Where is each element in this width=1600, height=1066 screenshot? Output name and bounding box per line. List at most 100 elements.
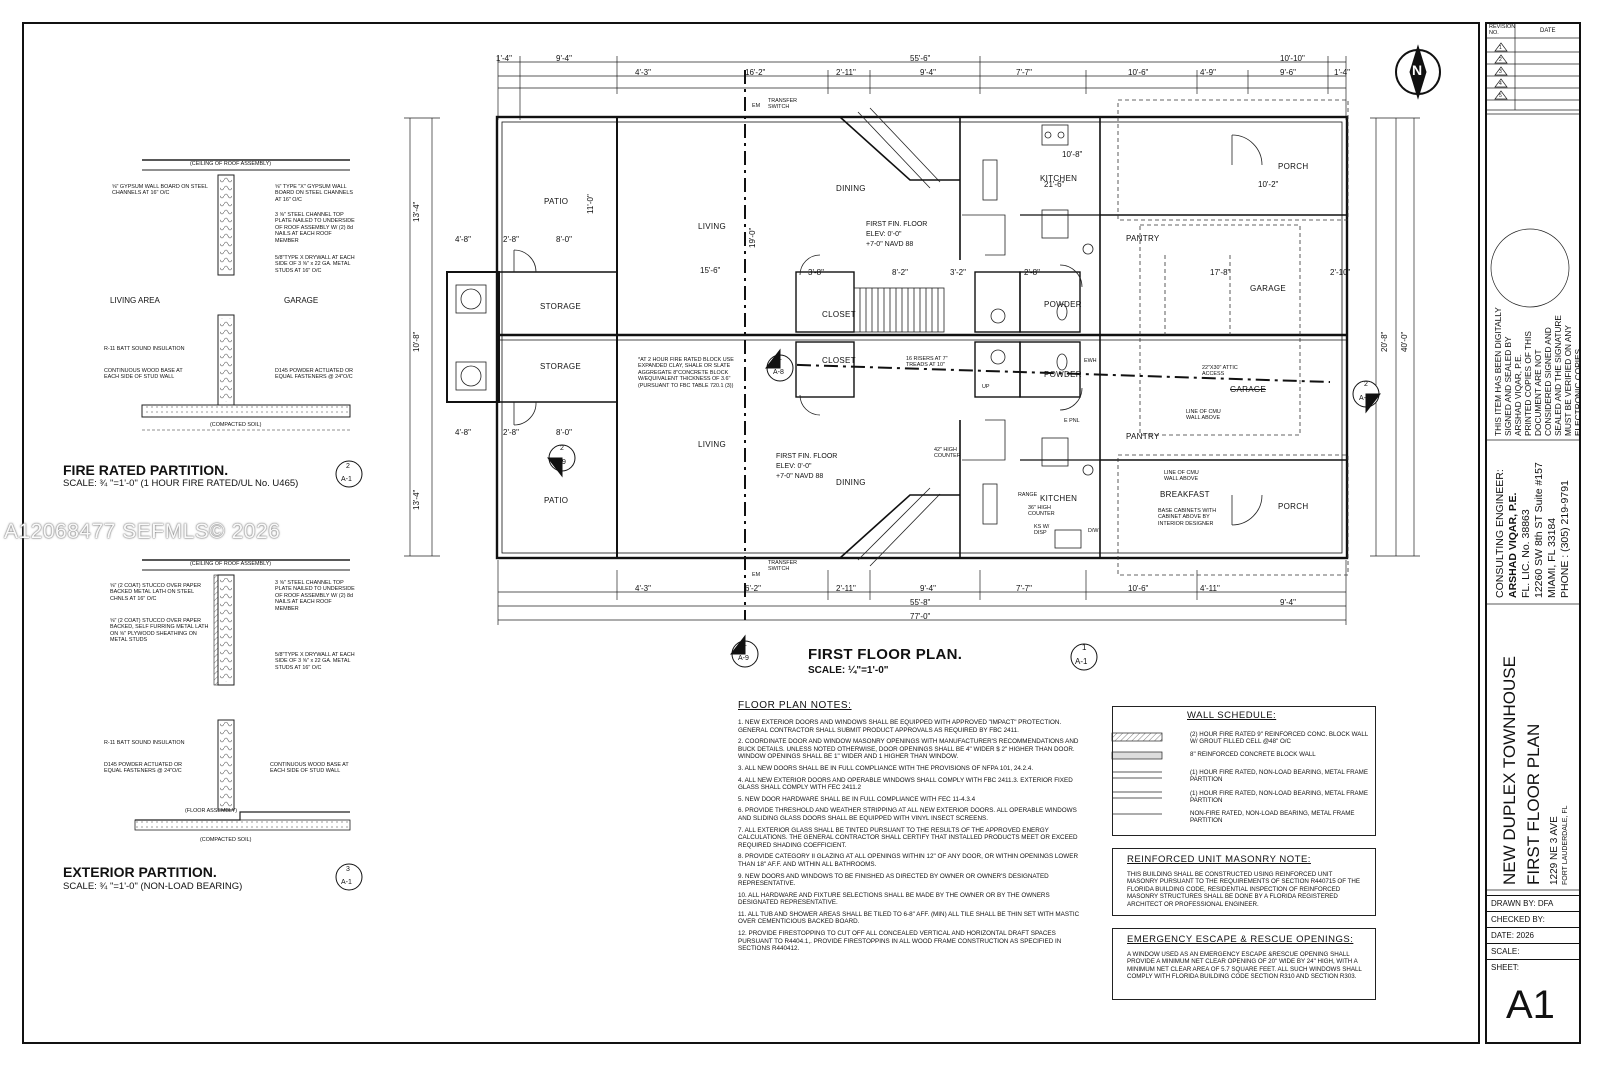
dim-label: 2'-11" [836,584,856,593]
stair-up-label: UP [982,384,990,390]
note-item: 7. ALL EXTERIOR GLASS SHALL BE TINTED PU… [738,826,1078,849]
dim-label: 9'-4" [920,68,936,77]
room-garage: GARAGE [1250,284,1287,293]
detail-title: FIRE RATED PARTITION. [63,462,229,478]
callout-sheet: A-8 [773,369,784,376]
dim-label: 1'-4" [1334,68,1350,77]
sheet-label: SHEET: [1487,959,1579,975]
dim-label: 7'-7" [1016,68,1032,77]
room-closet: CLOSET [822,310,856,319]
room-powder: POWDER [1044,370,1082,379]
note-item: 6. PROVIDE THRESHOLD AND WEATHER STRIPPI… [738,807,1077,822]
dim-label: 9'-4" [1280,598,1296,607]
masonry-note: REINFORCED UNIT MASONRY NOTE: THIS BUILD… [1112,848,1376,916]
room-dining: DINING [836,184,866,193]
callout-sheet: A-9 [555,459,566,466]
dim-label: 7'-7" [1016,584,1032,593]
wall-schedule-row: 8" REINFORCED CONCRETE BLOCK WALL [1190,751,1316,758]
seal-line: DOCUMENT ARE NOT [1533,349,1543,436]
engineer-line: PHONE : (305) 219-9791 [1559,480,1571,598]
room-garage: GARAGE [1230,385,1267,394]
detail-note: 5/8"TYPE X DRYWALL AT EACH SIDE OF 3 ⅝" … [275,652,355,671]
dim-label: 8'-2" [892,268,908,277]
exterior-partition-detail-graphic [134,559,351,831]
room-living: LIVING [698,440,727,449]
room-porch: PORCH [1278,502,1309,511]
egress-text: A WINDOW USED AS AN EMERGENCY ESCAPE &RE… [1127,951,1362,981]
dim-label: 20'-8" [1380,331,1389,352]
dim-label: 10'-10" [1280,54,1305,63]
drawing-frame [22,22,1480,1044]
room-closet: CLOSET [822,356,856,365]
detail-ceiling-label: (CEILING OF ROOF ASSEMBLY) [190,161,272,167]
revision-number: 2 [1499,57,1502,63]
callout-sheet: A-9 [1359,395,1370,402]
fire-rated-block-note: *AT 2 HOUR FIRE RATED BLOCK USE EXPANDED… [638,357,734,389]
dim-label: 2'-10" [1330,268,1351,277]
detail-note: ⅝" TYPE "X" GYPSUM WALL BOARD ON STEEL C… [275,184,353,203]
engineer-line: 12260 SW 8th ST Suite #157 [1533,462,1545,598]
engineer-line: FL. LIC. No. 38863 [1520,509,1532,598]
note-item: 12. PROVIDE FIRESTOPPING TO CUT OFF ALL … [738,930,1062,953]
counter-36-label: 36" HIGH COUNTER [1028,505,1055,518]
detail-note: ⅝" (2 COAT) STUCCO OVER PAPER BACKED MET… [110,583,201,602]
dim-label: 2'-8" [503,428,519,437]
callout-number: 2 [1364,381,1368,388]
section-lines [744,70,1331,620]
room-porch: PORCH [1278,162,1309,171]
detail-ceiling-label: (CEILING OF ROOF ASSEMBLY) [190,561,272,567]
note-item: 2. COORDINATE DOOR AND WINDOW MASONRY OP… [738,738,1079,761]
callout-number: 1 [778,355,782,362]
dim-label: 8'-0" [556,235,572,244]
dim-label: 21'-6" [1044,180,1065,189]
dim-label: 9'-4" [556,54,572,63]
detail-note: D145 POWDER ACTUATED OR EQUAL FASTENERS … [104,762,183,775]
dim-label: 55'-8" [910,598,931,607]
fire-partition-detail-graphic [141,159,351,431]
dim-label: 2'-11" [836,68,856,77]
seal-line: PRINTED COPIES OF THIS [1523,331,1533,436]
garage-outlines [1117,99,1349,576]
room-pantry: PANTRY [1126,432,1160,441]
plan-tag-number: 1 [1082,643,1087,652]
checked-by: CHECKED BY: [1487,911,1579,927]
detail-note: R-11 BATT SOUND INSULATION [104,346,185,352]
transfer-switch-label: TRANSFER SWITCH [768,98,798,111]
dim-label: 4'-3" [635,68,651,77]
kitchen-sink-label: KS W/ DISP [1034,524,1050,537]
project-title: NEW DUPLEX TOWNHOUSE [1500,656,1519,885]
note-item: 11. ALL TUB AND SHOWER AREAS SHALL BE TI… [738,910,1080,926]
room-patio: PATIO [544,197,569,206]
seal-line: THIS ITEM HAS BEEN DIGITALLY [1493,307,1503,436]
base-cabinet-note: BASE CABINETS WITH CABINET ABOVE BY INTE… [1158,508,1217,527]
detail-right-area: GARAGE [284,296,319,305]
em-label: EM [752,103,761,109]
room-storage: STORAGE [540,362,582,371]
sheet-title: FIRST FLOOR PLAN [1524,723,1543,885]
dim-label: 4'-9" [1200,68,1216,77]
note-item: 8. PROVIDE CATEGORY II GLAZING AT ALL OP… [738,853,1078,868]
masonry-heading: REINFORCED UNIT MASONRY NOTE: [1127,854,1311,865]
door-swings [513,134,1263,526]
north-arrow-label: N [1412,62,1423,78]
date-field: DATE: 2026 [1487,927,1579,943]
transfer-switch-label: TRANSFER SWITCH [768,560,798,573]
floor-plan-notes: FLOOR PLAN NOTES: 1. NEW EXTERIOR DOORS … [738,700,1093,957]
revision-number: 5 [1499,93,1502,99]
dim-label: 11'-0" [586,194,595,214]
section-marker-bubbles [335,44,1441,891]
floor-elevation-label: FIRST FIN. FLOOR [866,221,928,228]
floor-elevation-label: +7-0" NAVD 88 [776,473,824,480]
note-item: 4. ALL NEW EXTERIOR DOORS AND OPERABLE W… [738,776,1073,792]
detail-left-area: LIVING AREA [110,296,160,305]
water-heater-label: EWH [1084,358,1097,364]
engineer-line: CONSULTING ENGINEER: [1494,469,1506,598]
revision-number: 3 [1499,69,1502,75]
dim-label: 19'-0" [748,227,757,248]
detail-note: D145 POWDER ACTUATED OR EQUAL FASTENERS … [275,368,354,381]
range-label: RANGE [1018,492,1038,498]
dim-label: 17'-8" [1210,268,1231,277]
detail-note: (COMPACTED SOIL) [200,837,252,843]
floor-elevation-label: ELEV: 0'-0" [776,463,812,470]
dim-label: 2'-8" [1024,268,1040,277]
